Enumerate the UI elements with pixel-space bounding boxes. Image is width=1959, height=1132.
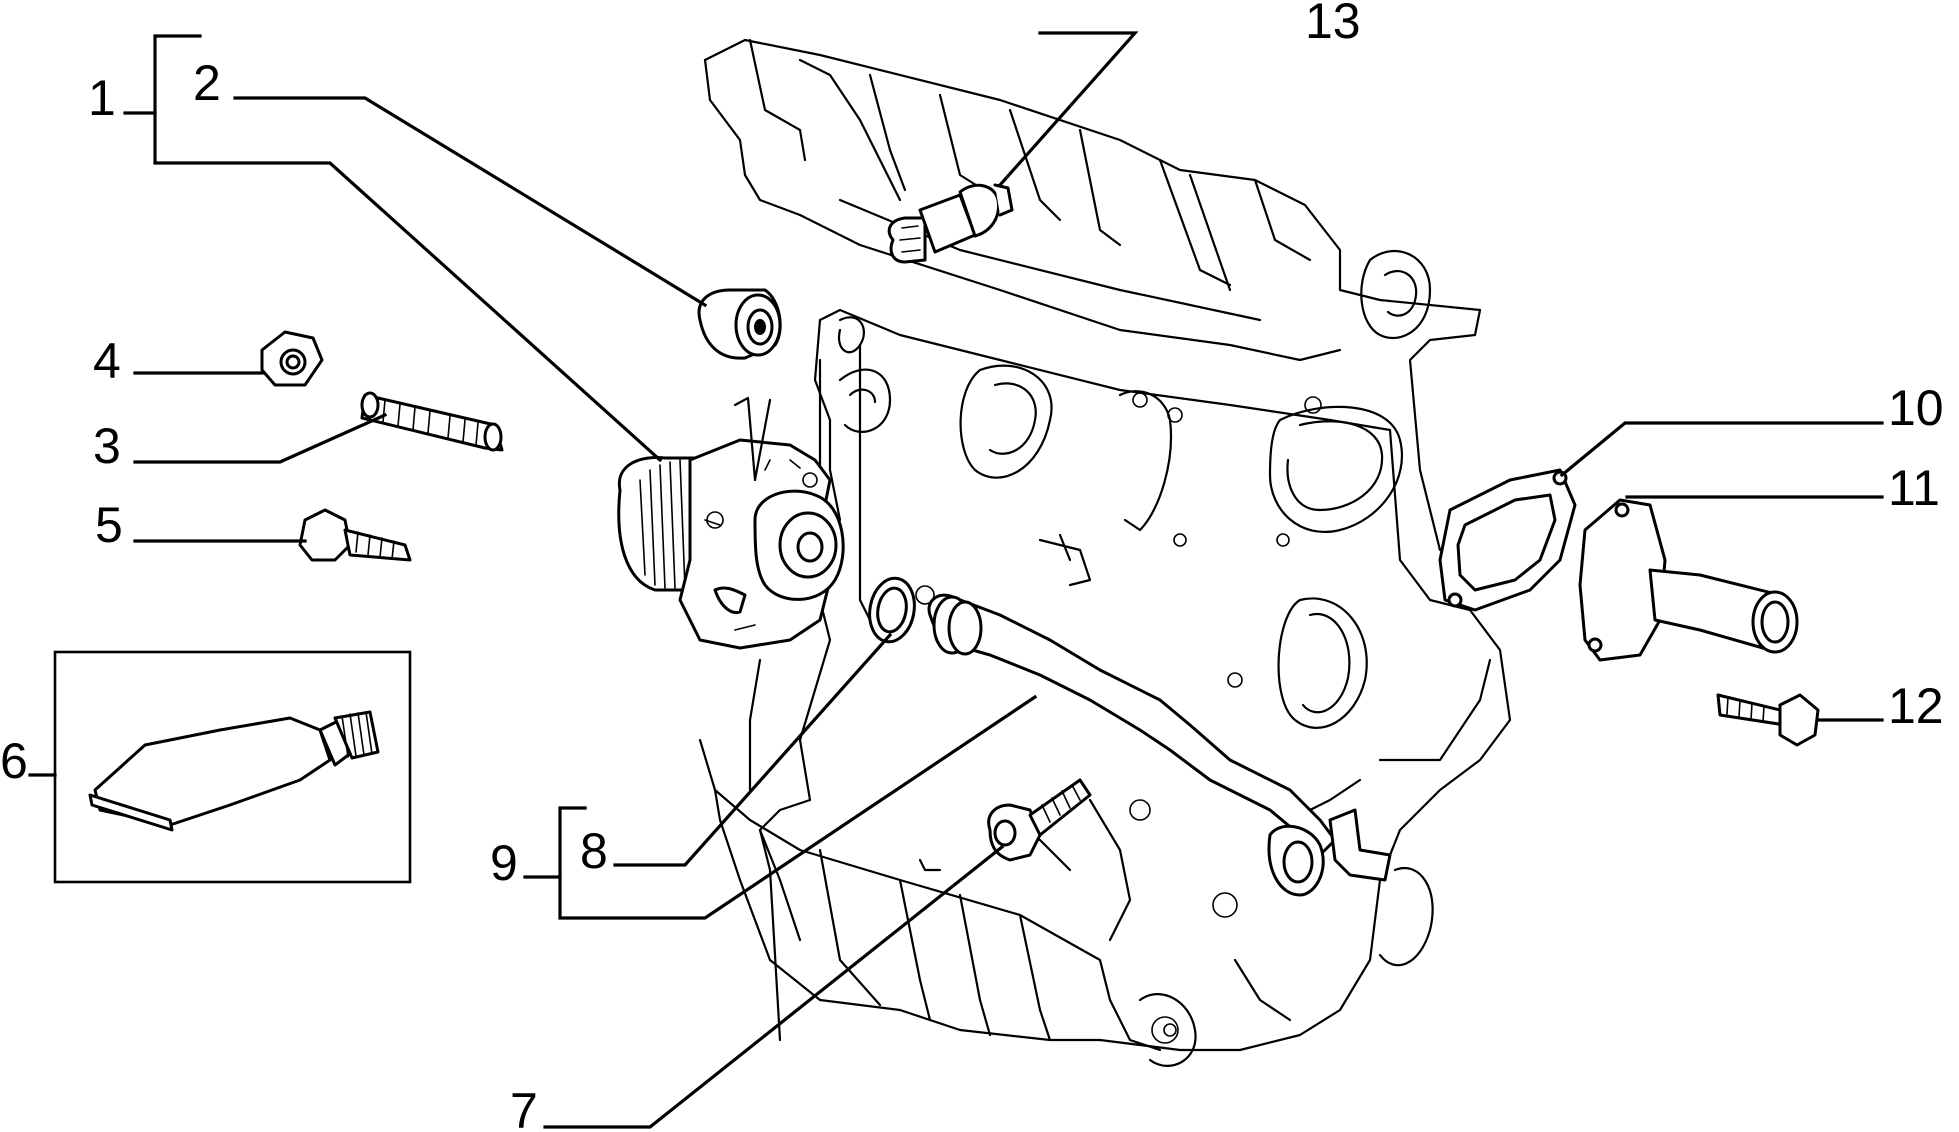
callout-8: 8 xyxy=(580,823,608,879)
engine-block-body xyxy=(818,308,1512,1052)
callout-10: 10 xyxy=(1888,380,1944,436)
leader-2 xyxy=(233,96,708,308)
part-2-tensioner-roller xyxy=(697,288,782,360)
part-8-o-ring xyxy=(868,576,916,644)
part-4-nut xyxy=(260,330,324,387)
leader-1-bracket xyxy=(153,34,663,463)
part-13-temperature-sensor xyxy=(887,183,1014,264)
leader-lines xyxy=(28,31,1884,1129)
callout-12: 12 xyxy=(1888,678,1944,734)
engine-block xyxy=(698,38,1512,1067)
callout-1: 1 xyxy=(88,70,116,126)
callout-7: 7 xyxy=(510,1083,538,1132)
part-11-thermostat-housing xyxy=(1578,498,1799,662)
part-7-drain-bolt xyxy=(987,778,1092,862)
leader-13 xyxy=(997,31,1139,188)
leader-10 xyxy=(1559,421,1884,478)
callout-11: 11 xyxy=(1888,460,1940,516)
callout-4: 4 xyxy=(93,333,121,389)
callout-5: 5 xyxy=(95,497,123,553)
part-10-gasket xyxy=(1438,468,1577,612)
part-12-bolt xyxy=(1716,693,1820,747)
leader-9-bracket xyxy=(558,694,1038,920)
callout-2: 2 xyxy=(193,55,221,111)
part-5-bolt xyxy=(298,508,412,562)
kit-box-frame xyxy=(53,650,412,884)
part-1-water-pump xyxy=(617,396,845,650)
part-6-sealant-kit xyxy=(53,650,412,884)
leader-8 xyxy=(613,632,893,867)
callout-9: 9 xyxy=(490,835,518,891)
callout-6: 6 xyxy=(0,733,28,789)
leader-3 xyxy=(133,412,388,464)
engine-oil-pan xyxy=(713,788,1162,1052)
callout-13: 13 xyxy=(1305,0,1361,49)
callout-3: 3 xyxy=(93,418,121,474)
leader-7 xyxy=(543,844,1005,1129)
engine-cylinder-head xyxy=(703,38,1482,552)
part-9-coolant-pipe xyxy=(927,593,1392,897)
part-3-stud xyxy=(360,391,504,452)
